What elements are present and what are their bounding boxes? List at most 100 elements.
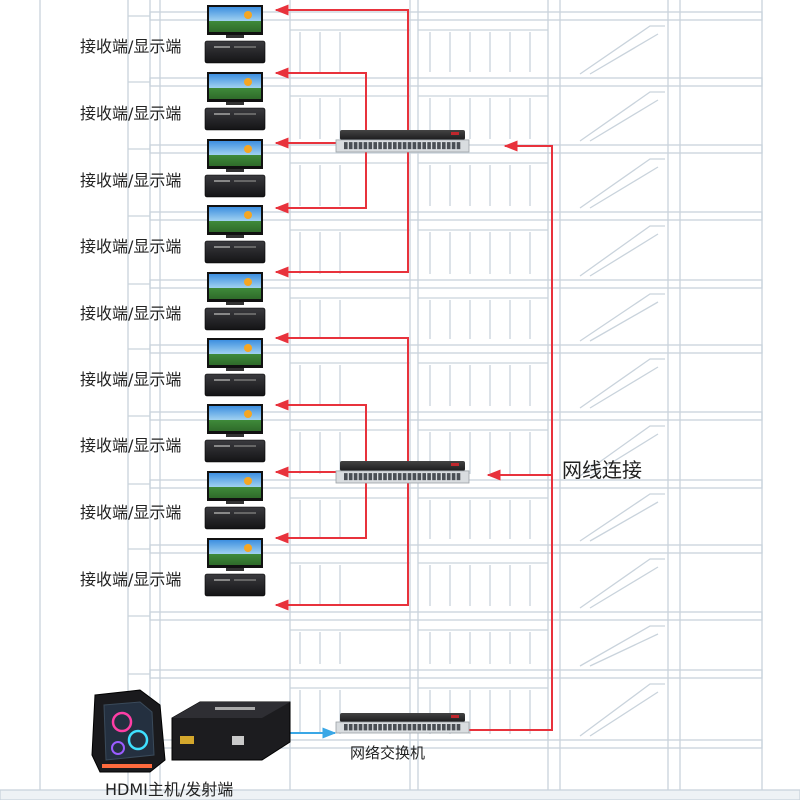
link-middle-to-receiver-7 xyxy=(274,399,367,461)
switch-port xyxy=(363,473,368,481)
switch-port xyxy=(368,473,373,481)
building-stair xyxy=(579,293,665,342)
receiver-box xyxy=(204,573,266,597)
switch-port xyxy=(432,724,436,731)
receiver-label-9: 接收端/显示端 xyxy=(80,570,182,589)
receiver-8 xyxy=(204,471,266,530)
tv-screen xyxy=(209,7,261,32)
switch-port xyxy=(402,473,407,481)
tv-screen xyxy=(209,141,261,166)
hdmi-host-pc xyxy=(91,689,166,773)
receiver-box-label xyxy=(214,313,230,315)
network-switch-1 xyxy=(335,130,470,153)
link-upper-to-receiver-5 xyxy=(274,152,409,278)
switch-port xyxy=(407,724,412,731)
receiver-box-label xyxy=(234,113,256,115)
receiver-box-label xyxy=(234,46,256,48)
tv-hot-air-balloon xyxy=(244,145,252,153)
switch-port xyxy=(442,142,446,150)
tv-hot-air-balloon xyxy=(244,344,252,352)
building-stair xyxy=(579,158,665,209)
switch-port xyxy=(417,142,422,150)
switch-port xyxy=(451,142,456,150)
tv-hot-air-balloon xyxy=(244,544,252,552)
building-stair xyxy=(579,25,665,75)
hdmi-transmitter xyxy=(171,701,291,761)
receiver-box xyxy=(204,240,266,264)
switch-port xyxy=(402,142,407,150)
switch-port xyxy=(412,724,417,731)
switch-port xyxy=(446,142,451,150)
receiver-label-5: 接收端/显示端 xyxy=(80,304,182,323)
tv-stand xyxy=(226,302,244,305)
network-switch-3 xyxy=(335,713,470,734)
switch-logo xyxy=(451,132,459,135)
switch-port xyxy=(442,724,446,731)
switch-port xyxy=(363,724,368,731)
building-stair xyxy=(579,425,665,477)
tv-hot-air-balloon xyxy=(244,11,252,19)
tv-hot-air-balloon xyxy=(244,278,252,286)
switch-port xyxy=(446,724,451,731)
receiver-label-4: 接收端/显示端 xyxy=(80,237,182,256)
switch-port xyxy=(358,724,363,731)
tv-hot-air-balloon xyxy=(244,477,252,485)
receiver-box-label xyxy=(234,512,256,514)
switch-port xyxy=(358,473,363,481)
switch-port xyxy=(344,142,348,150)
building-stair xyxy=(579,493,665,542)
switch-port xyxy=(451,724,456,731)
receiver-box-label xyxy=(214,445,230,447)
switch-port xyxy=(397,142,402,150)
switch-port xyxy=(344,473,348,481)
tv-hot-air-balloon xyxy=(244,78,252,86)
tv-screen xyxy=(209,74,261,99)
tv-screen xyxy=(209,406,261,431)
switch-port xyxy=(456,724,461,731)
switch-port xyxy=(393,724,397,731)
switch-port xyxy=(378,473,382,481)
building-stair xyxy=(589,301,659,342)
switch-port xyxy=(348,142,353,150)
switch-port xyxy=(451,473,456,481)
building-stair xyxy=(579,358,665,409)
switch-top xyxy=(340,713,465,722)
building-stair xyxy=(589,566,659,609)
switch-top xyxy=(340,130,465,140)
switch-port xyxy=(378,142,382,150)
switch-port xyxy=(407,142,412,150)
receiver-3 xyxy=(204,139,266,198)
receiver-box-label xyxy=(234,313,256,315)
receiver-box-label xyxy=(234,579,256,581)
receiver-box xyxy=(204,373,266,397)
tv-hot-air-balloon xyxy=(244,410,252,418)
receiver-box-label xyxy=(214,379,230,381)
receiver-box xyxy=(204,307,266,331)
building-stair xyxy=(579,558,665,609)
receiver-box xyxy=(204,107,266,131)
switch-port xyxy=(417,724,422,731)
building-stair xyxy=(589,166,659,209)
switch-logo xyxy=(451,715,459,718)
switch-port xyxy=(348,473,353,481)
tv-screen xyxy=(209,540,261,565)
receiver-label-2: 接收端/显示端 xyxy=(80,104,182,123)
switch-port xyxy=(358,142,363,150)
link-middle-to-receiver-6 xyxy=(274,332,409,461)
tv-stand xyxy=(226,568,244,571)
switch-port xyxy=(422,142,426,150)
switch-port xyxy=(437,473,441,481)
switch-port xyxy=(427,142,431,150)
network-connection-label: 网线连接 xyxy=(562,458,642,482)
switch-port xyxy=(388,142,392,150)
receiver-box xyxy=(204,174,266,198)
switch-port xyxy=(344,724,348,731)
switch-port xyxy=(353,724,358,731)
building-stair xyxy=(589,33,659,75)
receiver-label-3: 接收端/显示端 xyxy=(80,171,182,190)
switch-port xyxy=(442,473,446,481)
receiver-label-8: 接收端/显示端 xyxy=(80,503,182,522)
transmitter-label xyxy=(215,707,255,710)
